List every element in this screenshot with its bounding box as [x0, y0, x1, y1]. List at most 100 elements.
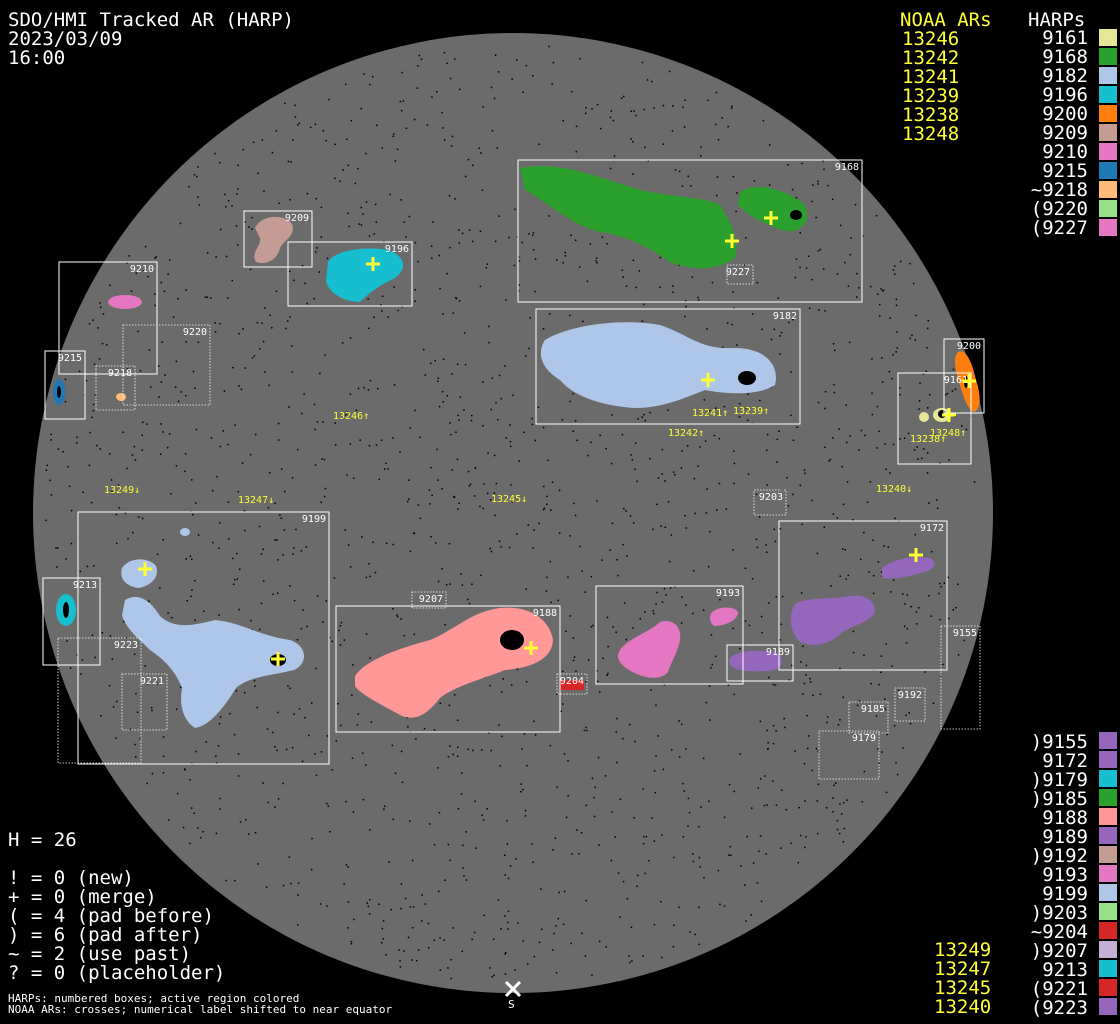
magnetic-speck: [280, 468, 283, 470]
magnetic-speck: [417, 504, 420, 506]
magnetic-speck: [700, 806, 702, 808]
magnetic-speck: [174, 386, 177, 388]
magnetic-speck: [605, 946, 607, 948]
magnetic-speck: [683, 790, 685, 792]
magnetic-speck: [952, 368, 955, 371]
magnetic-speck: [542, 508, 545, 511]
magnetic-speck: [355, 409, 358, 411]
magnetic-speck: [288, 856, 290, 858]
magnetic-speck: [155, 256, 157, 258]
magnetic-speck: [497, 419, 499, 421]
magnetic-speck: [439, 937, 441, 939]
magnetic-speck: [424, 374, 426, 376]
magnetic-speck: [643, 303, 645, 306]
magnetic-speck: [464, 364, 467, 366]
magnetic-speck: [137, 330, 139, 333]
magnetic-speck: [831, 198, 834, 200]
magnetic-speck: [532, 249, 535, 251]
magnetic-speck: [115, 513, 118, 516]
magnetic-speck: [672, 285, 674, 287]
magnetic-speck: [458, 242, 461, 244]
magnetic-speck: [872, 539, 874, 541]
magnetic-speck: [275, 130, 278, 132]
magnetic-speck: [700, 146, 702, 148]
magnetic-speck: [881, 751, 883, 753]
magnetic-speck: [685, 604, 687, 606]
magnetic-speck: [672, 291, 674, 293]
magnetic-speck: [285, 748, 288, 751]
magnetic-speck: [239, 568, 241, 570]
harp-box-label: 9220: [183, 327, 207, 338]
magnetic-speck: [611, 522, 614, 525]
magnetic-speck: [927, 320, 929, 322]
magnetic-speck: [875, 215, 878, 217]
magnetic-speck: [662, 104, 665, 107]
magnetic-speck: [755, 538, 758, 541]
magnetic-speck: [240, 388, 243, 391]
magnetic-speck: [585, 726, 587, 729]
magnetic-speck: [884, 443, 886, 445]
magnetic-speck: [264, 307, 266, 309]
magnetic-speck: [684, 99, 686, 101]
magnetic-speck: [409, 550, 412, 553]
magnetic-speck: [531, 843, 533, 845]
magnetic-speck: [718, 437, 721, 440]
magnetic-speck: [516, 236, 519, 238]
magnetic-speck: [804, 472, 806, 474]
magnetic-speck: [824, 391, 827, 393]
magnetic-speck: [133, 445, 136, 448]
magnetic-speck: [739, 403, 741, 405]
magnetic-speck: [674, 169, 677, 171]
harp-box-label: 9213: [73, 580, 97, 591]
magnetic-speck: [442, 358, 445, 360]
magnetic-speck: [315, 667, 317, 670]
magnetic-speck: [689, 931, 691, 933]
magnetic-speck: [770, 338, 773, 341]
magnetic-speck: [729, 846, 732, 848]
magnetic-speckle: [45, 45, 976, 980]
magnetic-speck: [650, 689, 652, 691]
magnetic-speck: [266, 728, 269, 730]
magnetic-speck: [800, 592, 803, 594]
harp-box: [778, 520, 948, 671]
magnetic-speck: [474, 467, 476, 469]
magnetic-speck: [348, 225, 350, 228]
magnetic-speck: [563, 753, 566, 755]
magnetic-speck: [902, 747, 904, 749]
harp-legend-item: 9199: [1042, 883, 1088, 905]
magnetic-speck: [733, 462, 736, 465]
magnetic-speck: [808, 735, 810, 737]
magnetic-speck: [292, 553, 294, 555]
magnetic-speck: [914, 533, 916, 536]
magnetic-speck: [274, 539, 276, 541]
magnetic-speck: [880, 571, 883, 573]
magnetic-speck: [599, 127, 602, 130]
magnetic-speck: [403, 221, 405, 223]
magnetic-speck: [671, 130, 674, 132]
magnetic-speck: [636, 480, 638, 482]
magnetic-speck: [118, 507, 121, 509]
magnetic-speck: [464, 175, 467, 178]
magnetic-speck: [442, 401, 444, 403]
magnetic-speck: [528, 347, 530, 350]
magnetic-speck: [518, 460, 520, 462]
magnetic-speck: [645, 835, 648, 838]
magnetic-speck: [411, 927, 414, 929]
magnetic-speck: [783, 717, 785, 720]
magnetic-speck: [565, 630, 567, 633]
magnetic-speck: [768, 602, 770, 604]
magnetic-speck: [430, 536, 432, 538]
magnetic-speck: [215, 762, 218, 764]
noaa-cross: [701, 373, 715, 387]
magnetic-speck: [359, 439, 361, 441]
magnetic-speck: [304, 282, 306, 285]
magnetic-speck: [839, 803, 841, 805]
magnetic-speck: [306, 192, 309, 195]
magnetic-speck: [162, 772, 165, 774]
magnetic-speck: [631, 960, 633, 962]
magnetic-speck: [747, 393, 749, 395]
harp-box-label: 9161: [944, 375, 968, 386]
magnetic-speck: [259, 628, 261, 631]
magnetic-speck: [328, 98, 330, 101]
magnetic-speck: [380, 942, 383, 944]
